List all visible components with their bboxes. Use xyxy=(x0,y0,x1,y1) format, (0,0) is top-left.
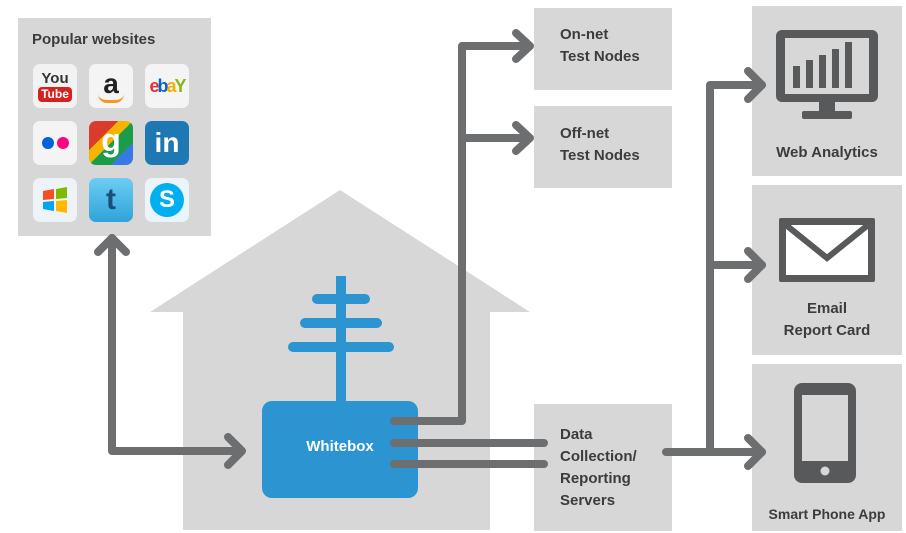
windows-icon[interactable] xyxy=(33,178,77,222)
servers-line-4: Servers xyxy=(560,492,616,509)
twitter-icon[interactable]: t xyxy=(89,178,133,222)
arrowhead-offnet xyxy=(512,121,534,155)
whitebox-testnodes-connector xyxy=(390,42,532,425)
arrowhead-phone xyxy=(744,434,766,470)
arrowhead-up xyxy=(94,234,130,256)
monitor-icon xyxy=(776,30,878,119)
whitebox-label: Whitebox xyxy=(306,438,374,455)
email-label: Email Report Card xyxy=(752,298,902,342)
twitter-letter: t xyxy=(106,183,116,216)
offnet-label: Off-net Test Nodes xyxy=(560,123,640,167)
google-icon[interactable]: g xyxy=(89,121,133,165)
servers-line-2: Collection/ xyxy=(560,448,637,465)
ebay-icon[interactable]: e b a Y xyxy=(145,64,189,108)
linkedin-text: in xyxy=(154,127,180,158)
onnet-line-2: Test Nodes xyxy=(560,48,640,65)
windows-flag-icon xyxy=(43,187,67,213)
whitebox-device[interactable]: Whitebox xyxy=(262,401,418,498)
ebay-letter-a: a xyxy=(166,75,176,96)
servers-line-1: Data xyxy=(560,426,593,443)
ebay-letter-e: e xyxy=(149,75,159,96)
amazon-letter: a xyxy=(103,67,119,99)
youtube-bottom-text: Tube xyxy=(38,86,72,102)
flickr-pink-dot xyxy=(56,137,69,149)
offnet-line-1: Off-net xyxy=(560,125,610,142)
youtube-top-text: You xyxy=(41,69,69,87)
servers-label: Data Collection/ Reporting Servers xyxy=(560,424,637,512)
onnet-panel xyxy=(534,8,672,90)
smartphone-icon xyxy=(794,383,856,483)
offnet-panel xyxy=(534,106,672,188)
youtube-icon[interactable]: You Tube xyxy=(33,64,77,108)
arrowhead-web xyxy=(744,67,766,103)
arrowhead-onnet xyxy=(512,29,534,63)
linkedin-icon[interactable]: in xyxy=(145,121,189,165)
web-analytics-label: Web Analytics xyxy=(776,144,878,161)
amazon-smile xyxy=(98,94,124,103)
phone-label: Smart Phone App xyxy=(768,506,886,522)
ebay-letter-b: b xyxy=(157,75,168,96)
arrowhead-to-whitebox xyxy=(224,433,246,469)
servers-panel xyxy=(534,404,672,531)
ebay-letter-y: Y xyxy=(174,75,187,96)
envelope-icon xyxy=(779,218,875,282)
skype-letter: S xyxy=(150,183,184,217)
arrowhead-email xyxy=(744,247,766,283)
flickr-blue-dot xyxy=(41,137,54,149)
antenna-icon xyxy=(288,276,394,406)
flickr-icon[interactable] xyxy=(33,121,77,165)
onnet-line-1: On-net xyxy=(560,26,609,43)
email-line-2: Report Card xyxy=(783,322,871,339)
amazon-icon[interactable]: a xyxy=(89,64,133,108)
google-letter: g xyxy=(101,122,121,158)
web-whitebox-connector xyxy=(108,234,242,455)
offnet-line-2: Test Nodes xyxy=(560,147,640,164)
servers-line-3: Reporting xyxy=(560,470,631,487)
skype-icon[interactable]: S xyxy=(145,178,189,222)
popular-websites-title: Popular websites xyxy=(32,31,156,48)
onnet-label: On-net Test Nodes xyxy=(560,24,640,68)
email-line-1: Email xyxy=(806,300,848,317)
